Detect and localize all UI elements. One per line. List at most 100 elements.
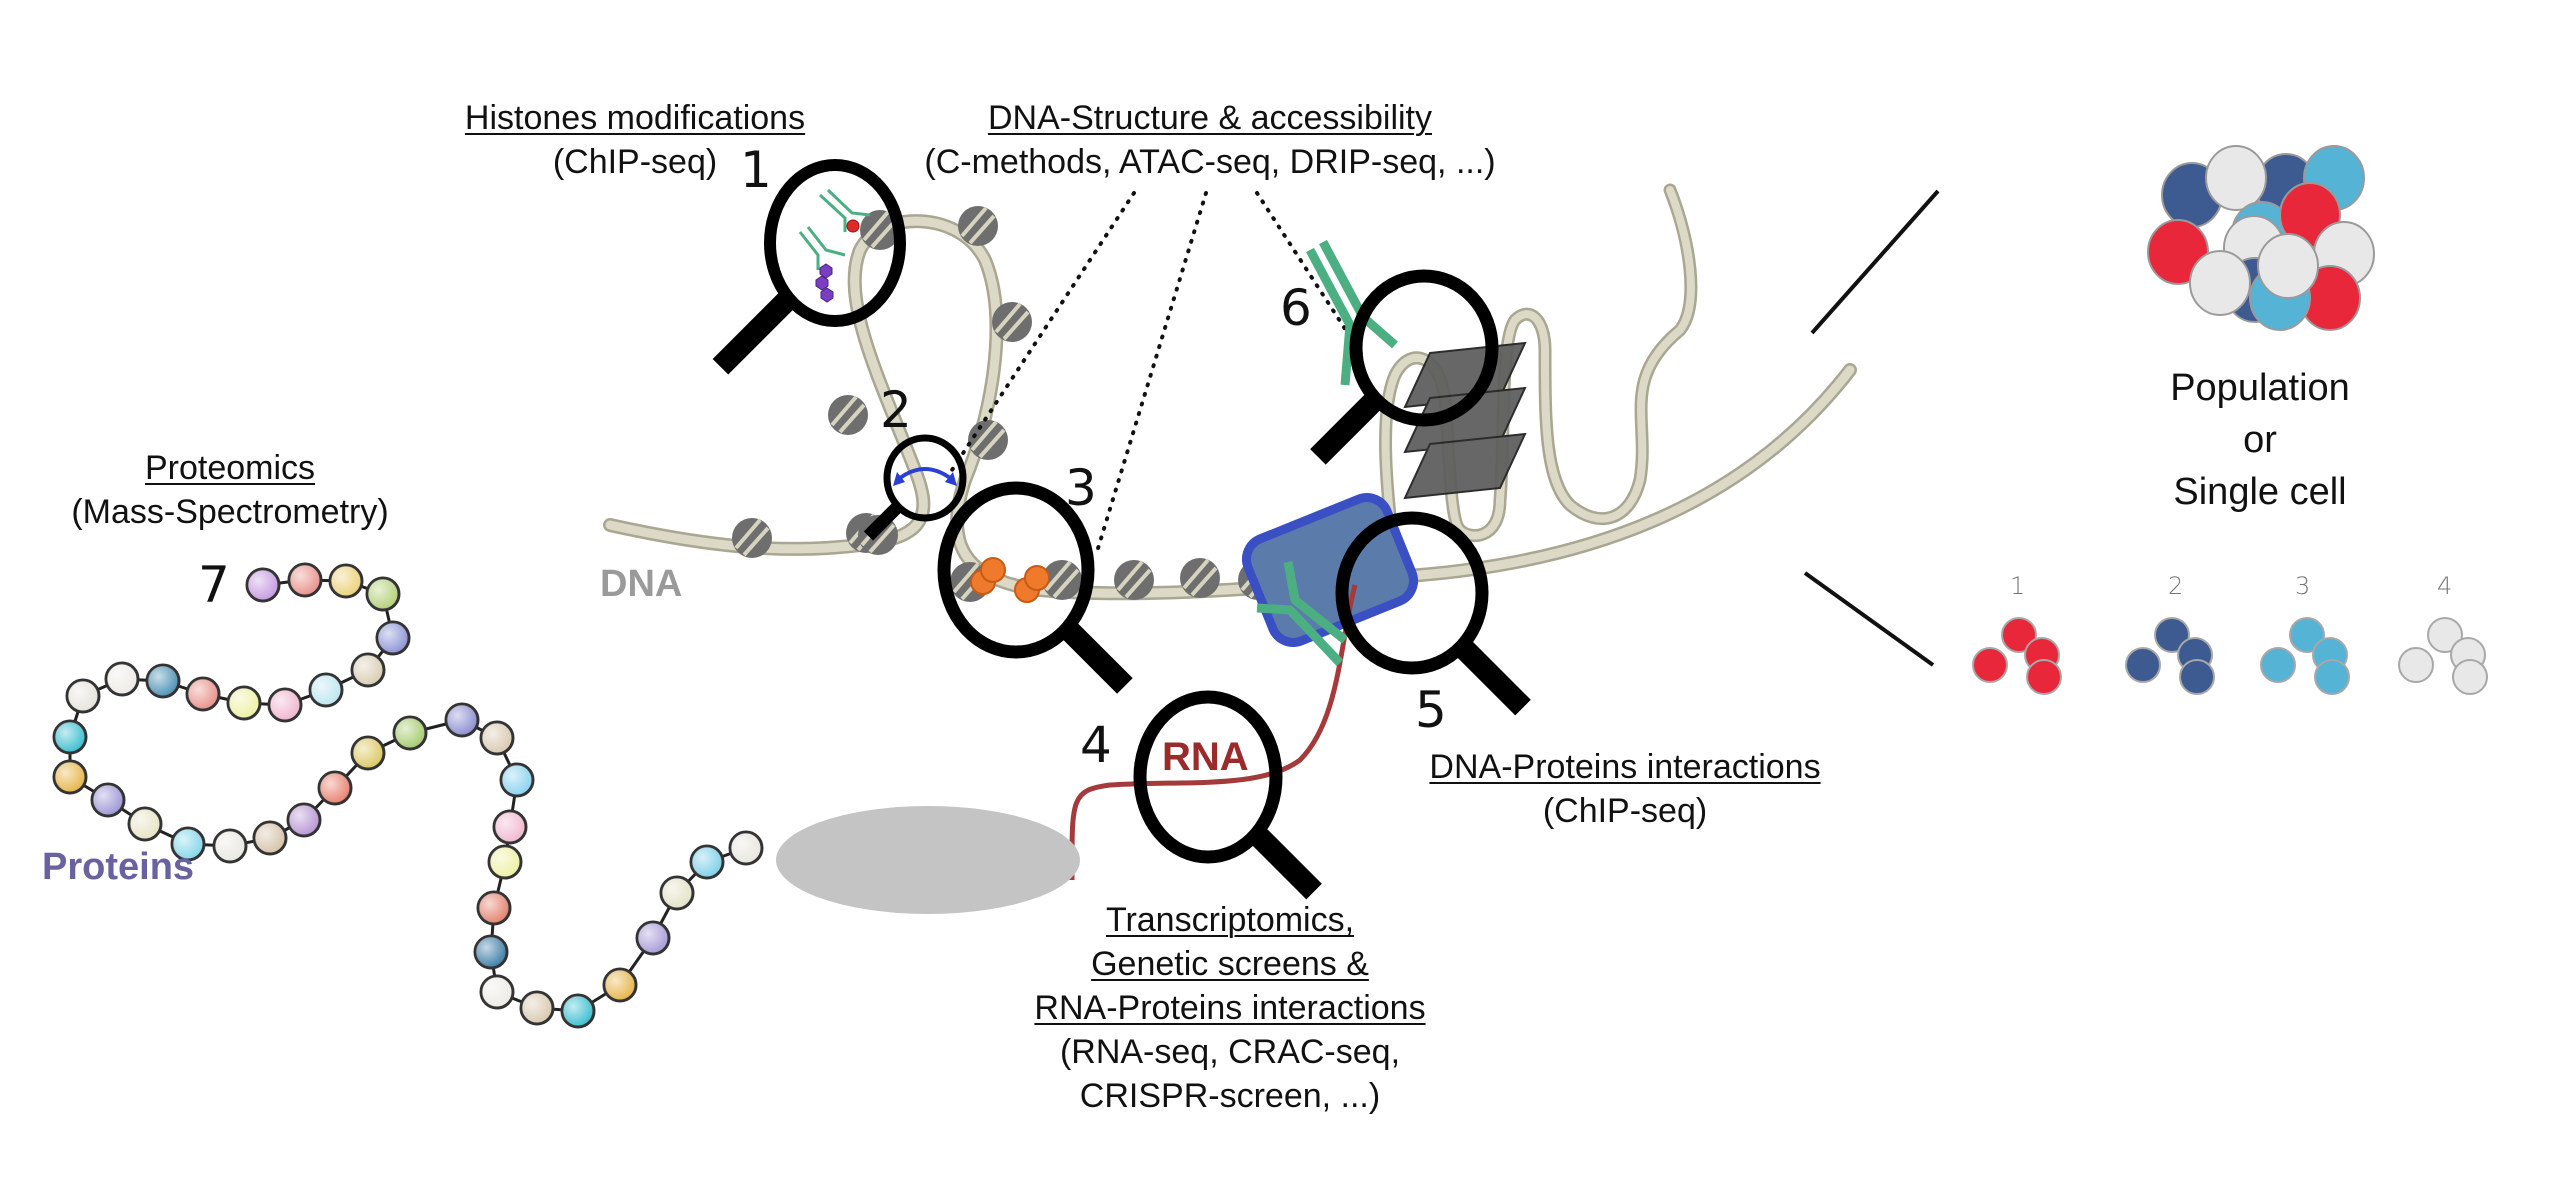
amino-acid-bead (479, 720, 515, 756)
proteomics-title: Proteomics (144, 449, 316, 487)
cell (1972, 647, 2008, 683)
population-line-2: or (2243, 419, 2277, 461)
population-line-3: Single cell (2173, 471, 2347, 513)
amino-acid-bead (145, 663, 181, 699)
antibody-protein (1256, 561, 1348, 667)
transcriptomics-method-1: (RNA-seq, CRAC-seq, (1059, 1033, 1401, 1071)
nucleosome (992, 302, 1032, 342)
amino-acid-bead (499, 762, 535, 798)
cell-bracket-lines (1803, 189, 1940, 667)
g-quadruplex-planes (1403, 341, 1527, 500)
amino-acid-bead (52, 719, 88, 755)
marker-2: 2 (880, 381, 912, 439)
magnifiers (712, 159, 1531, 900)
amino-acid-bead (252, 820, 288, 856)
cell (2189, 250, 2251, 316)
magnifier-lens-icon (764, 159, 906, 327)
amino-acid-bead (476, 890, 512, 926)
amino-acid-bead (65, 678, 101, 714)
dotted-connectors (950, 191, 1364, 557)
amino-acid-bead (286, 802, 322, 838)
amino-acid-bead (226, 685, 262, 721)
cell-group-label-2: 2 (2168, 572, 2184, 600)
cell-group-1 (1972, 617, 2062, 695)
amino-acid-bead (375, 620, 411, 656)
magnifier-handle-icon (712, 291, 796, 375)
dna-proteins-method: (ChIP-seq) (1542, 792, 1708, 830)
nucleosome (958, 206, 998, 246)
magnifier-rna (1133, 690, 1322, 900)
magnifier-lens-icon (883, 434, 967, 522)
antibody-histone (798, 188, 871, 270)
cell (2001, 617, 2037, 653)
nucleosome (732, 518, 772, 558)
nucleosome (860, 210, 900, 250)
transcriptomics-title-2: Genetic screens & (1091, 945, 1369, 983)
marker-5: 5 (1415, 681, 1447, 739)
cell (2154, 617, 2190, 653)
loop-arrow-icon (898, 467, 952, 480)
amino-acid-bead (127, 806, 163, 842)
magnifier-looping (863, 434, 967, 541)
single-cell-groups (1972, 617, 2488, 695)
amino-acid-bead (689, 844, 725, 880)
magnifier-handle-icon (1249, 827, 1322, 900)
histones-method: (ChIP-seq) (552, 143, 718, 181)
cell (2125, 647, 2161, 683)
magnifier-rloop (937, 481, 1133, 694)
amino-acid-bead (365, 576, 401, 612)
amino-acid-bead (170, 826, 206, 862)
cell (2179, 659, 2215, 695)
marker-1: 1 (740, 141, 772, 199)
marker-4: 4 (1080, 716, 1112, 774)
nucleosome (1114, 560, 1154, 600)
ribosome (776, 806, 1080, 914)
proteins-tag: Proteins (42, 846, 195, 888)
amino-acid-bead (728, 830, 764, 866)
amino-acid-bead (602, 967, 638, 1003)
cell-group-3 (2260, 617, 2350, 695)
marker-7: 7 (198, 556, 230, 614)
cell (2452, 659, 2488, 695)
nucleosome (968, 420, 1008, 460)
amino-acid-bead (267, 687, 303, 723)
nucleosome (828, 395, 868, 435)
proteomics-label: Proteomics (Mass-Spectrometry) (40, 446, 420, 534)
magnifier-handle-icon (1060, 621, 1133, 694)
dna-structure-title: DNA-Structure & accessibility (987, 99, 1432, 137)
cell-group-label-3: 3 (2295, 572, 2311, 600)
amino-acid-bead (487, 844, 523, 880)
cell-group-label-4: 4 (2437, 572, 2453, 600)
amino-acid-bead (479, 974, 515, 1010)
cell (2314, 659, 2350, 695)
cell (2398, 647, 2434, 683)
histone-mark-purple (815, 263, 834, 303)
protein-bead-chain (52, 562, 764, 1029)
transcriptomics-method-2: CRISPR-screen, ...) (1079, 1077, 1381, 1115)
transcriptomics-label: Transcriptomics, Genetic screens & RNA-P… (1000, 898, 1460, 1118)
amino-acid-bead (212, 828, 248, 864)
amino-acid-bead (492, 809, 528, 845)
nucleosome (1042, 560, 1082, 600)
dna-tag: DNA (600, 563, 683, 605)
proteomics-method: (Mass-Spectrometry) (71, 493, 389, 531)
magnifier-lens-icon (1349, 269, 1499, 427)
amino-acid-bead (350, 735, 386, 771)
cell (2260, 647, 2296, 683)
dna-structure-method: (C-methods, ATAC-seq, DRIP-seq, ...) (924, 143, 1496, 181)
amino-acid-bead (308, 672, 344, 708)
amino-acid-bead (560, 993, 596, 1029)
magnifier-handle-icon (863, 503, 902, 541)
magnifier-lens-icon (937, 481, 1095, 659)
amino-acid-bead (245, 567, 281, 603)
transcriptomics-title-1: Transcriptomics, (1105, 901, 1355, 939)
amino-acid-bead (90, 782, 126, 818)
cell-population-cluster (2147, 145, 2375, 331)
magnifier-lens-icon (1133, 690, 1283, 864)
cell-group-label-1: 1 (2010, 572, 2026, 600)
population-line-1: Population (2170, 367, 2350, 409)
amino-acid-bead (328, 563, 364, 599)
rna-strand (1069, 584, 1358, 881)
cell (2289, 617, 2325, 653)
